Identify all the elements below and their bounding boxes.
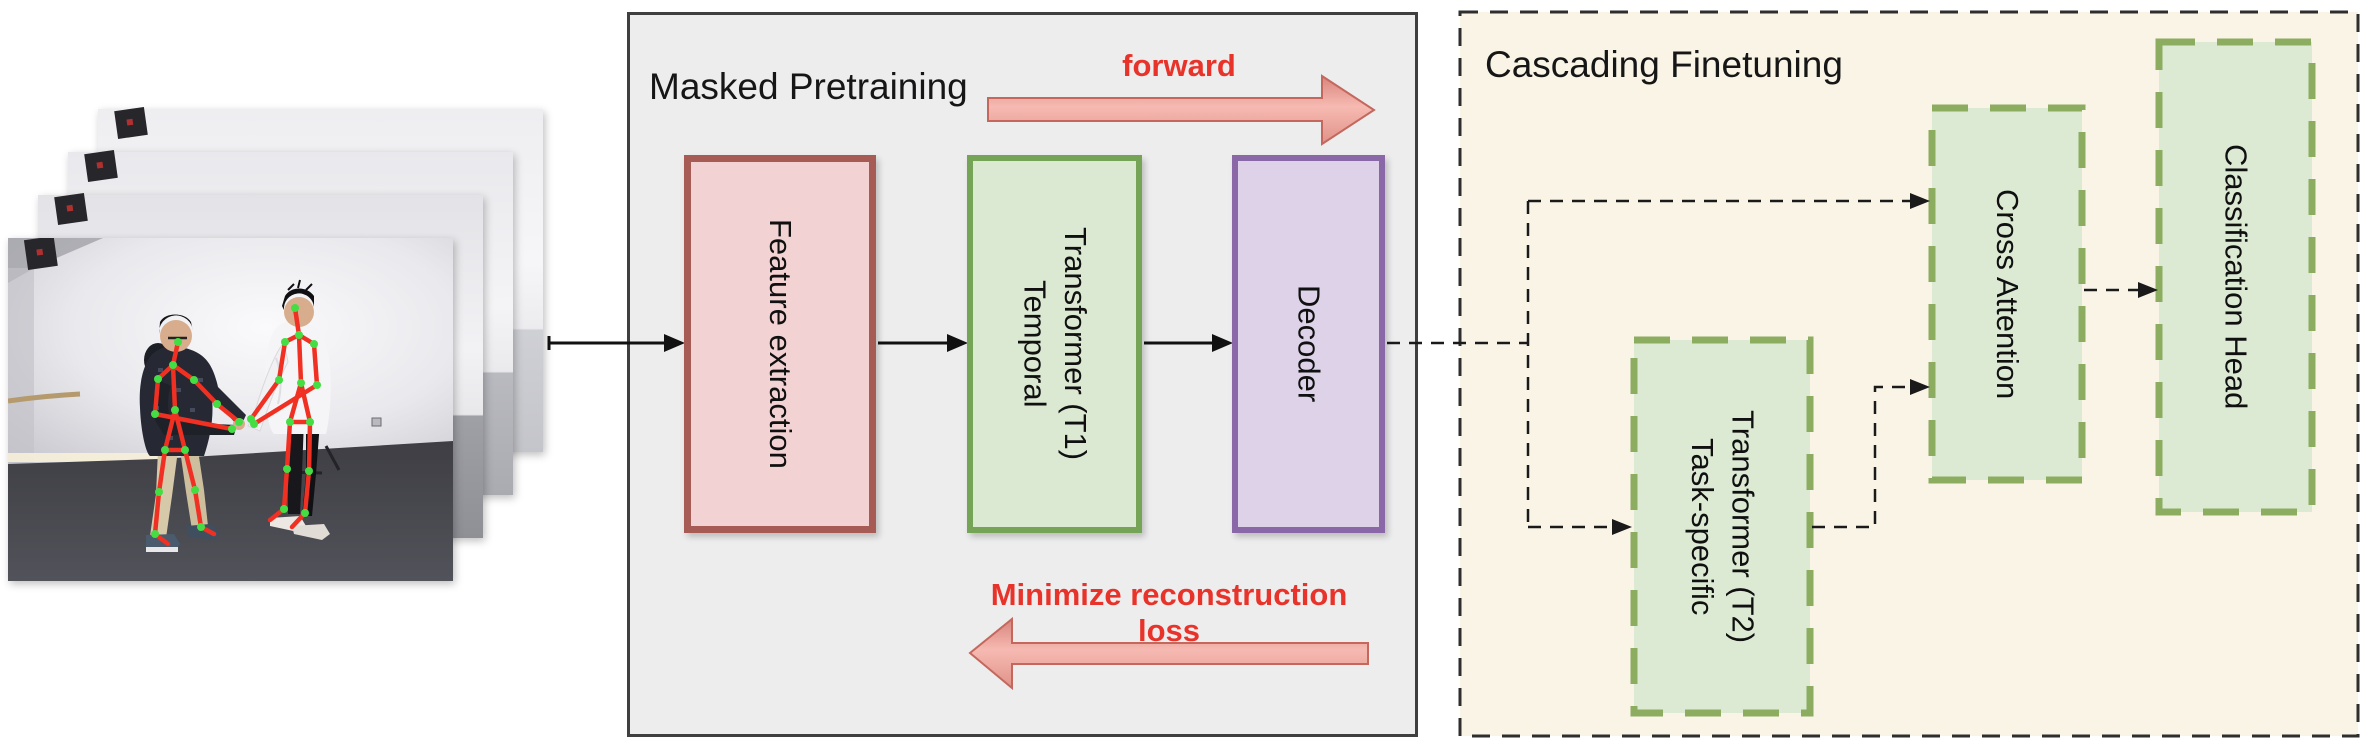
left-wall-shade [8,268,34,468]
handshake-photo [7,236,453,581]
wall-outlet [371,417,382,427]
decoder-label: Decoder [1291,285,1327,403]
temporal-transformer-box [967,155,1142,533]
feature-extraction-label: Feature extraction [763,219,799,469]
wall-rail [7,391,81,404]
wall-speaker [114,107,148,139]
floor-light-strip [8,453,158,462]
cross-attention-label: Cross Attention [1990,188,2026,400]
classification-head-label: Classification Head [2218,144,2254,410]
decoder-box [1232,155,1385,533]
wall [8,238,453,473]
feature-extraction-box [684,155,876,533]
floor [8,441,453,581]
task-specific-transformer-label: Task-specific Transformer (T2) [1685,409,1761,644]
video-frame-front [7,236,453,581]
wall-speaker [54,193,88,225]
minimize-reconstruction-loss-label: Minimize reconstruction loss [990,577,1348,648]
wall-speaker [84,150,118,182]
wall-speaker [23,236,58,270]
masked-pretraining-title: Masked Pretraining [649,66,968,107]
pose-skeletons [152,305,320,547]
pose-joints [151,304,321,538]
forward-label: forward [1122,48,1236,83]
temporal-transformer-label: Temporal Transformer (T1) [1017,227,1093,461]
cascading-finetuning-title: Cascading Finetuning [1485,44,1843,85]
